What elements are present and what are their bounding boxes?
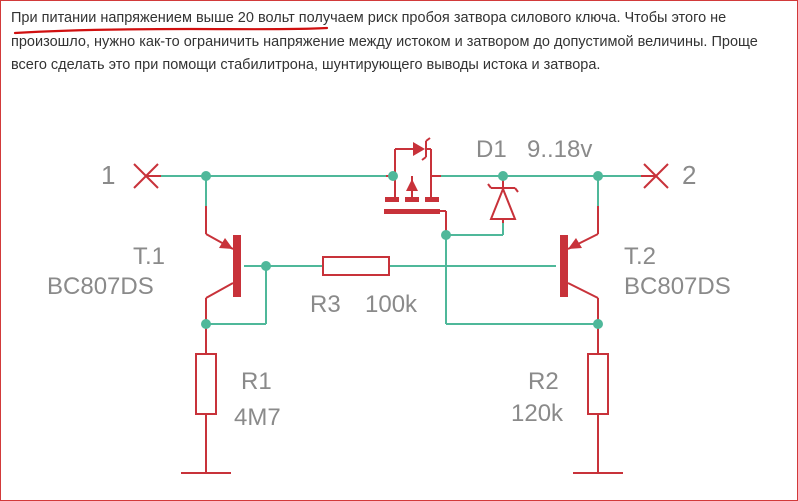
- d1-value-label: 9..18v: [527, 136, 592, 163]
- article-paragraph: При питании напряжением выше 20 вольт по…: [11, 7, 781, 78]
- t1-ref-label: T.1: [133, 243, 165, 270]
- d1-ref-label: D1: [476, 136, 507, 163]
- highlighted-phrase: При питании напряжением выше 20 вольт: [11, 10, 295, 26]
- junction-dots: [201, 171, 603, 329]
- r2-value-label: 120k: [511, 400, 564, 427]
- transistor-t2: [560, 206, 599, 324]
- t1-part-label: BC807DS: [47, 273, 154, 300]
- handdrawn-underline: [13, 26, 329, 35]
- resistor-r1: [181, 324, 231, 474]
- resistor-r2: [573, 324, 623, 474]
- r1-value-label: 4M7: [234, 404, 281, 431]
- mosfet-symbol: [384, 137, 447, 235]
- terminal-2: [641, 163, 669, 189]
- t2-ref-label: T.2: [624, 243, 656, 270]
- terminal-1: [133, 163, 161, 189]
- r2-ref-label: R2: [528, 368, 559, 395]
- terminal-2-label: 2: [682, 160, 696, 190]
- resistor-r3: [322, 256, 390, 276]
- r3-value-label: 100k: [365, 291, 418, 318]
- r1-ref-label: R1: [241, 368, 272, 395]
- paragraph-text: получаем риск пробоя затвора силового кл…: [11, 10, 758, 73]
- terminal-1-label: 1: [101, 160, 115, 190]
- wires: [161, 175, 641, 325]
- transistor-t1: [205, 206, 241, 324]
- t2-part-label: BC807DS: [624, 273, 731, 300]
- zener-diode-d1: [487, 176, 519, 223]
- r3-ref-label: R3: [310, 291, 341, 318]
